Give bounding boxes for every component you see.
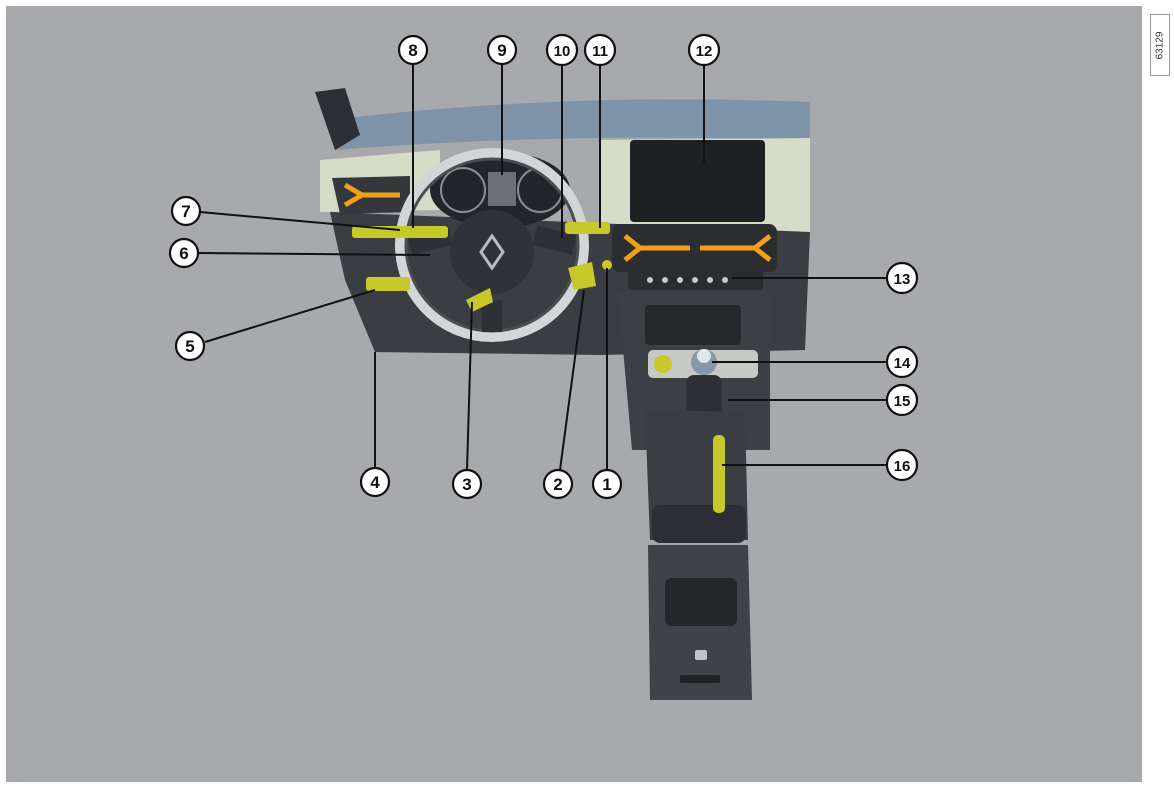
center-vent-accent — [623, 234, 772, 262]
leader-line-7 — [199, 211, 401, 231]
callout-number: 8 — [408, 41, 417, 60]
control-button — [662, 277, 668, 283]
callout-number: 14 — [894, 355, 911, 372]
leader-lines — [197, 64, 886, 471]
callout-1: 1 — [591, 468, 623, 500]
steering-wheel-hub — [450, 210, 534, 294]
callout-2: 2 — [542, 468, 574, 500]
callout-circle — [885, 383, 919, 417]
dashboard-top — [330, 99, 810, 150]
callout-number: 5 — [185, 337, 194, 356]
callout-number: 9 — [497, 41, 506, 60]
leader-line-3 — [466, 301, 473, 471]
callout-15: 15 — [885, 383, 919, 417]
callout-9: 9 — [486, 34, 518, 66]
rear-usb-port — [695, 650, 707, 660]
callout-circle — [545, 33, 579, 67]
control-button — [722, 277, 728, 283]
callout-4: 4 — [359, 466, 391, 498]
callout-11: 11 — [583, 33, 617, 67]
callout-circle — [170, 195, 202, 227]
callout-12: 12 — [687, 33, 721, 67]
center-vent-frame — [612, 224, 777, 272]
callout-circle — [591, 468, 623, 500]
callout-8: 8 — [397, 34, 429, 66]
callout-5: 5 — [174, 330, 206, 362]
callout-number: 15 — [894, 393, 911, 410]
steering-wheel-rim — [395, 148, 589, 342]
callout-3: 3 — [451, 468, 483, 500]
right-wheel-control — [568, 262, 596, 290]
ignition-button — [602, 260, 612, 270]
callout-circle — [174, 330, 206, 362]
control-button — [707, 277, 713, 283]
control-button — [692, 277, 698, 283]
callout-circle — [451, 468, 483, 500]
callout-circle — [885, 261, 919, 295]
callout-6: 6 — [168, 237, 200, 269]
gear-lever-knob-top — [697, 349, 711, 363]
console-button — [654, 355, 672, 373]
callout-circle — [397, 34, 429, 66]
storage-tray — [645, 305, 741, 345]
callout-circle — [885, 345, 919, 379]
left-stalk-control — [352, 226, 448, 238]
callout-10: 10 — [545, 33, 579, 67]
leader-line-5 — [204, 289, 376, 343]
callout-circle — [359, 466, 391, 498]
callout-number: 10 — [554, 43, 571, 60]
callout-circle — [542, 468, 574, 500]
callout-7: 7 — [170, 195, 202, 227]
callout-circle — [687, 33, 721, 67]
brand-logo-icon — [479, 233, 505, 271]
callout-number: 6 — [179, 244, 188, 263]
armrest-lid — [652, 505, 746, 543]
control-button — [647, 277, 653, 283]
multimedia-screen — [630, 140, 765, 222]
lighting-switch — [366, 277, 410, 291]
callout-circle — [583, 33, 617, 67]
left-vent-accent — [343, 182, 400, 208]
callout-circle — [486, 34, 518, 66]
callout-number: 4 — [370, 473, 380, 492]
control-button — [677, 277, 683, 283]
reference-code-box: 63129 — [1150, 14, 1170, 76]
callout-number: 16 — [894, 458, 911, 475]
leader-line-6 — [197, 252, 431, 256]
callout-circle — [885, 448, 919, 482]
callout-number: 13 — [894, 271, 911, 288]
callout-13: 13 — [885, 261, 919, 295]
cluster-display — [488, 172, 516, 206]
rear-cup-holder — [665, 578, 737, 626]
callout-circle — [168, 237, 200, 269]
rear-slot — [680, 675, 720, 683]
callout-number: 1 — [602, 475, 611, 494]
right-stalk-control — [565, 222, 610, 234]
callout-number: 2 — [553, 475, 562, 494]
callout-number: 11 — [592, 43, 608, 60]
callout-number: 12 — [696, 43, 713, 60]
callout-number: 7 — [181, 202, 190, 221]
speedometer-dial — [440, 167, 486, 213]
callout-14: 14 — [885, 345, 919, 379]
a-pillar — [315, 88, 360, 150]
callout-16: 16 — [885, 448, 919, 482]
leader-line-2 — [559, 289, 585, 471]
callout-number: 3 — [462, 475, 471, 494]
handbrake-lever — [713, 435, 725, 513]
